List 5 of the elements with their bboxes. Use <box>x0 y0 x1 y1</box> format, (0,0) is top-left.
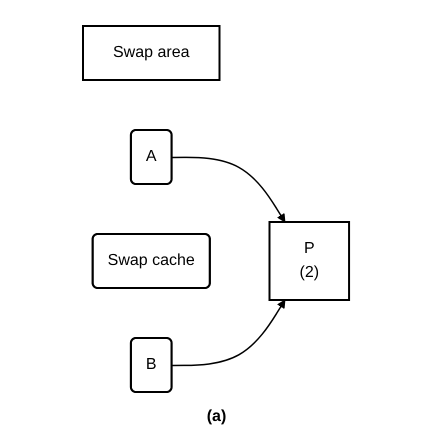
caption: (a) <box>206 408 226 426</box>
arrow <box>172 299 286 366</box>
arrow <box>172 156 286 222</box>
node-box: P (2) <box>268 220 351 300</box>
node-box: Swap area <box>82 24 221 80</box>
